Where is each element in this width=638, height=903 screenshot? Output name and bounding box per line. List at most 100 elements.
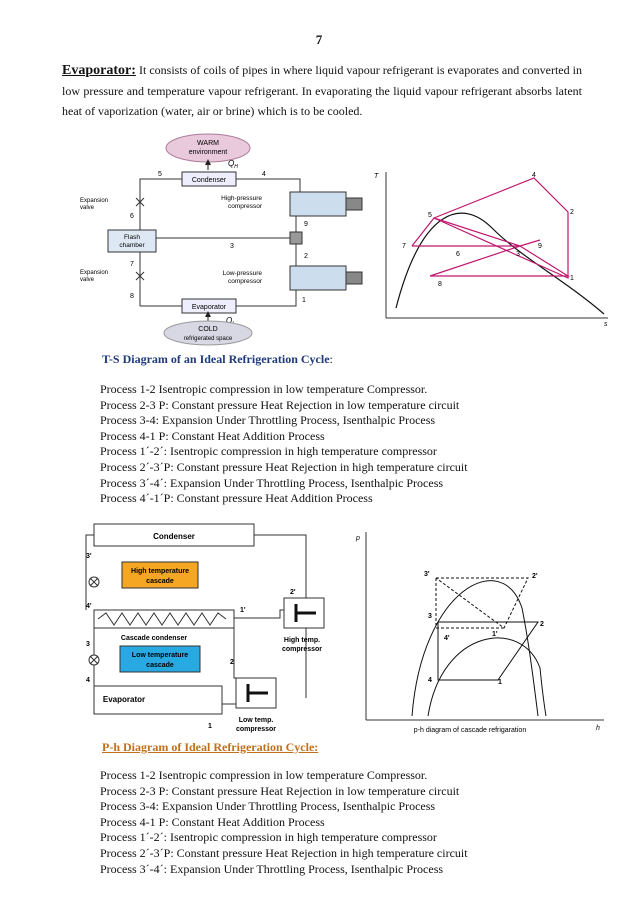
high-comp-label2: compressor	[282, 646, 322, 653]
node-1p: 1'	[240, 607, 246, 614]
caption-ts: T-S Diagram of an Ideal Refrigeration Cy…	[102, 352, 333, 366]
exp-valve-1-label: Expansion	[80, 198, 108, 204]
flash-chamber	[107, 229, 157, 253]
ph-point-3p: 3'	[424, 571, 430, 578]
ts-point-1: 1	[570, 275, 574, 282]
two-stage-schematic: WARM environment QH Condenser 5 4 High-p…	[80, 133, 363, 346]
ts-point-2: 2	[570, 209, 574, 216]
flash-label2: chamber	[119, 242, 145, 249]
process-item: Process 4´-1´P: Constant pressure Heat A…	[100, 491, 373, 506]
ph-point-1: 1	[498, 679, 502, 686]
exp-valve-1-label2: valve	[80, 205, 95, 211]
ts-point-9: 9	[538, 243, 542, 250]
node-2: 2	[230, 659, 234, 666]
ph-point-4: 4	[428, 677, 432, 684]
node-8: 8	[130, 293, 134, 300]
low-cascade-box	[119, 645, 201, 673]
node-9: 9	[304, 221, 308, 228]
warm-env-label: environment	[189, 149, 228, 156]
evaporator-label: Evaporator	[192, 304, 227, 311]
exp-valve-2-label: Expansion	[80, 270, 108, 276]
process-item: Process 2´-3´P: Constant pressure Heat R…	[100, 459, 468, 474]
low-cascade-label2: cascade	[146, 662, 174, 669]
ph-point-4p: 4'	[444, 635, 450, 642]
ph-x-label: h	[596, 725, 600, 732]
ph-point-2: 2	[540, 621, 544, 628]
high-cascade-label2: cascade	[146, 578, 174, 585]
ts-y-label: T	[374, 173, 379, 180]
low-comp-label2: compressor	[236, 726, 276, 733]
hp-comp-label: High-pressure	[221, 195, 262, 202]
node-2: 2	[304, 253, 308, 260]
process-item: Process 3-4: Expansion Under Throttling …	[100, 799, 436, 814]
page-number: 7	[315, 32, 323, 47]
high-cascade-label: High temperature	[131, 568, 189, 575]
high-comp-label: High temp.	[284, 637, 320, 644]
process-item: Process 1-2 Isentropic compression in lo…	[100, 382, 428, 396]
cold-label: COLD	[198, 326, 217, 333]
ts-x-label: s	[604, 321, 608, 328]
low-cascade-label: Low temperature	[132, 652, 189, 659]
ts-point-4: 4	[532, 172, 536, 179]
process-item: Process 2´-3´P: Constant pressure Heat R…	[100, 845, 468, 860]
node-1: 1	[302, 297, 306, 304]
flash-label: Flash	[124, 234, 140, 241]
ph-y-label: p	[355, 535, 360, 542]
fig2-evaporator-label: Evaporator	[103, 695, 145, 704]
high-cascade-box	[121, 561, 199, 589]
hp-compressor	[289, 191, 347, 217]
ts-point-6: 6	[456, 251, 460, 258]
lp-comp-label: Low-pressure	[223, 270, 263, 277]
node-7: 7	[130, 261, 134, 268]
ph-point-3: 3	[428, 613, 432, 620]
node-4: 4	[86, 677, 90, 684]
ph-title: p-h diagram of cascade refrigaration	[414, 727, 527, 734]
fig2-condenser-label: Condenser	[153, 532, 195, 541]
cascade-condenser-label: Cascade condenser	[121, 635, 187, 642]
ts-diagram: T s 4 5 2 7 6 3 9 1 8	[374, 172, 608, 328]
mixing-chamber	[289, 231, 303, 245]
fig2-evaporator-box	[93, 685, 223, 715]
condenser-label: Condenser	[192, 177, 227, 184]
process-list-2: Process 1-2 Isentropic compression in lo…	[100, 768, 468, 877]
cascade-hx	[93, 609, 235, 629]
node-5: 5	[158, 171, 162, 178]
cold-cloud	[163, 320, 253, 346]
process-item: Process 2-3 P: Constant pressure Heat Re…	[100, 397, 460, 412]
cascade-schematic: Condenser 3' High temperature cascade 4'…	[85, 523, 325, 733]
process-item: Process 3´-4´: Expansion Under Throttlin…	[100, 861, 444, 876]
ph-diagram: p h 3' 2' 3 4' 1' 2 4 1 p-h diagram of c…	[355, 532, 604, 734]
process-item: Process 1-2 Isentropic compression in lo…	[100, 768, 428, 782]
node-4p: 4'	[86, 603, 92, 610]
process-item: Process 2-3 P: Constant pressure Heat Re…	[100, 783, 460, 798]
ts-point-3: 3	[516, 251, 520, 258]
warm-cloud	[165, 133, 251, 163]
intro-paragraph: Evaporator: It consists of coils of pipe…	[62, 60, 582, 121]
node-4: 4	[262, 171, 266, 178]
node-3: 3	[230, 243, 234, 250]
node-3p: 3'	[86, 553, 92, 560]
node-2p: 2'	[290, 589, 296, 596]
intro-text: It consists of coils of pipes in where l…	[62, 63, 582, 118]
process-item: Process 1´-2´: Isentropic compression in…	[100, 830, 437, 845]
qh-label: QH	[228, 159, 238, 170]
ts-point-7: 7	[402, 243, 406, 250]
intro-term: Evaporator:	[62, 63, 136, 78]
ph-point-1p: 1'	[492, 631, 498, 638]
ph-point-2p: 2'	[532, 573, 538, 580]
process-item: Process 4-1 P: Constant Heat Addition Pr…	[100, 428, 325, 443]
node-1: 1	[208, 723, 212, 730]
low-comp-label: Low temp.	[239, 717, 274, 724]
lp-compressor	[289, 265, 347, 291]
node-6: 6	[130, 213, 134, 220]
caption-ph: P-h Diagram of Ideal Refrigeration Cycle…	[102, 740, 319, 754]
process-item: Process 4-1 P: Constant Heat Addition Pr…	[100, 814, 325, 829]
node-3: 3	[86, 641, 90, 648]
hp-comp-label2: compressor	[228, 203, 263, 210]
process-item: Process 3´-4´: Expansion Under Throttlin…	[100, 475, 444, 490]
process-item: Process 1´-2´: Isentropic compression in…	[100, 444, 437, 459]
lp-comp-label2: compressor	[228, 278, 263, 285]
process-item: Process 3-4: Expansion Under Throttling …	[100, 413, 436, 428]
warm-label: WARM	[197, 140, 219, 147]
process-list-1: Process 1-2 Isentropic compression in lo…	[100, 382, 468, 507]
